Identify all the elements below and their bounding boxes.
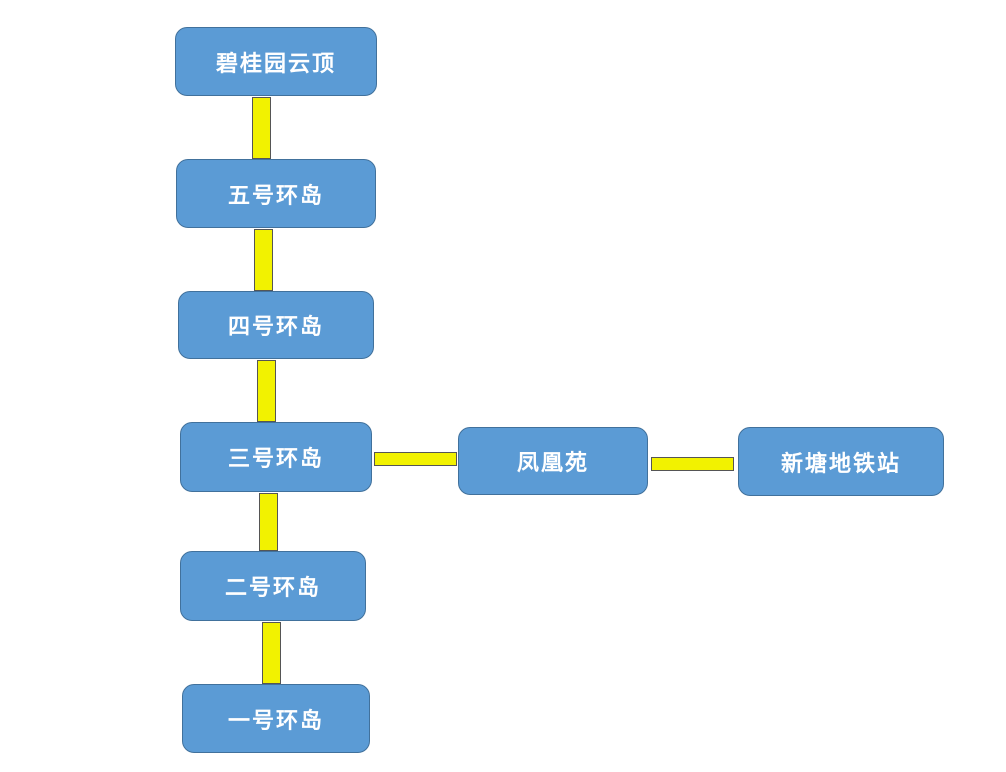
node-xintang-metro-station: 新塘地铁站	[738, 427, 944, 496]
node-label: 二号环岛	[224, 575, 321, 601]
node-label: 五号环岛	[227, 182, 324, 209]
node-label: 三号环岛	[227, 446, 324, 472]
node-label: 凤凰苑	[516, 450, 589, 476]
node-label: 四号环岛	[227, 314, 324, 340]
connector-3-fenghuang	[374, 452, 457, 466]
node-roundabout-1: 一号环岛	[182, 684, 370, 753]
node-roundabout-3: 三号环岛	[180, 422, 372, 492]
connector-5-6	[262, 622, 281, 684]
node-label: 碧桂园云顶	[215, 50, 336, 77]
connector-3-4	[257, 360, 276, 422]
connector-fenghuang-xintang	[651, 457, 734, 471]
node-label: 一号环岛	[227, 707, 324, 734]
node-label: 新塘地铁站	[780, 450, 901, 477]
connector-4-5	[259, 493, 278, 551]
node-roundabout-4: 四号环岛	[178, 291, 374, 359]
node-fenghuangyuan: 凤凰苑	[458, 427, 648, 495]
connector-2-3	[254, 229, 273, 291]
node-roundabout-5: 五号环岛	[176, 159, 376, 228]
node-biguiyuan-yunding: 碧桂园云顶	[175, 27, 377, 96]
node-roundabout-2: 二号环岛	[180, 551, 366, 621]
connector-1-2	[252, 97, 271, 159]
